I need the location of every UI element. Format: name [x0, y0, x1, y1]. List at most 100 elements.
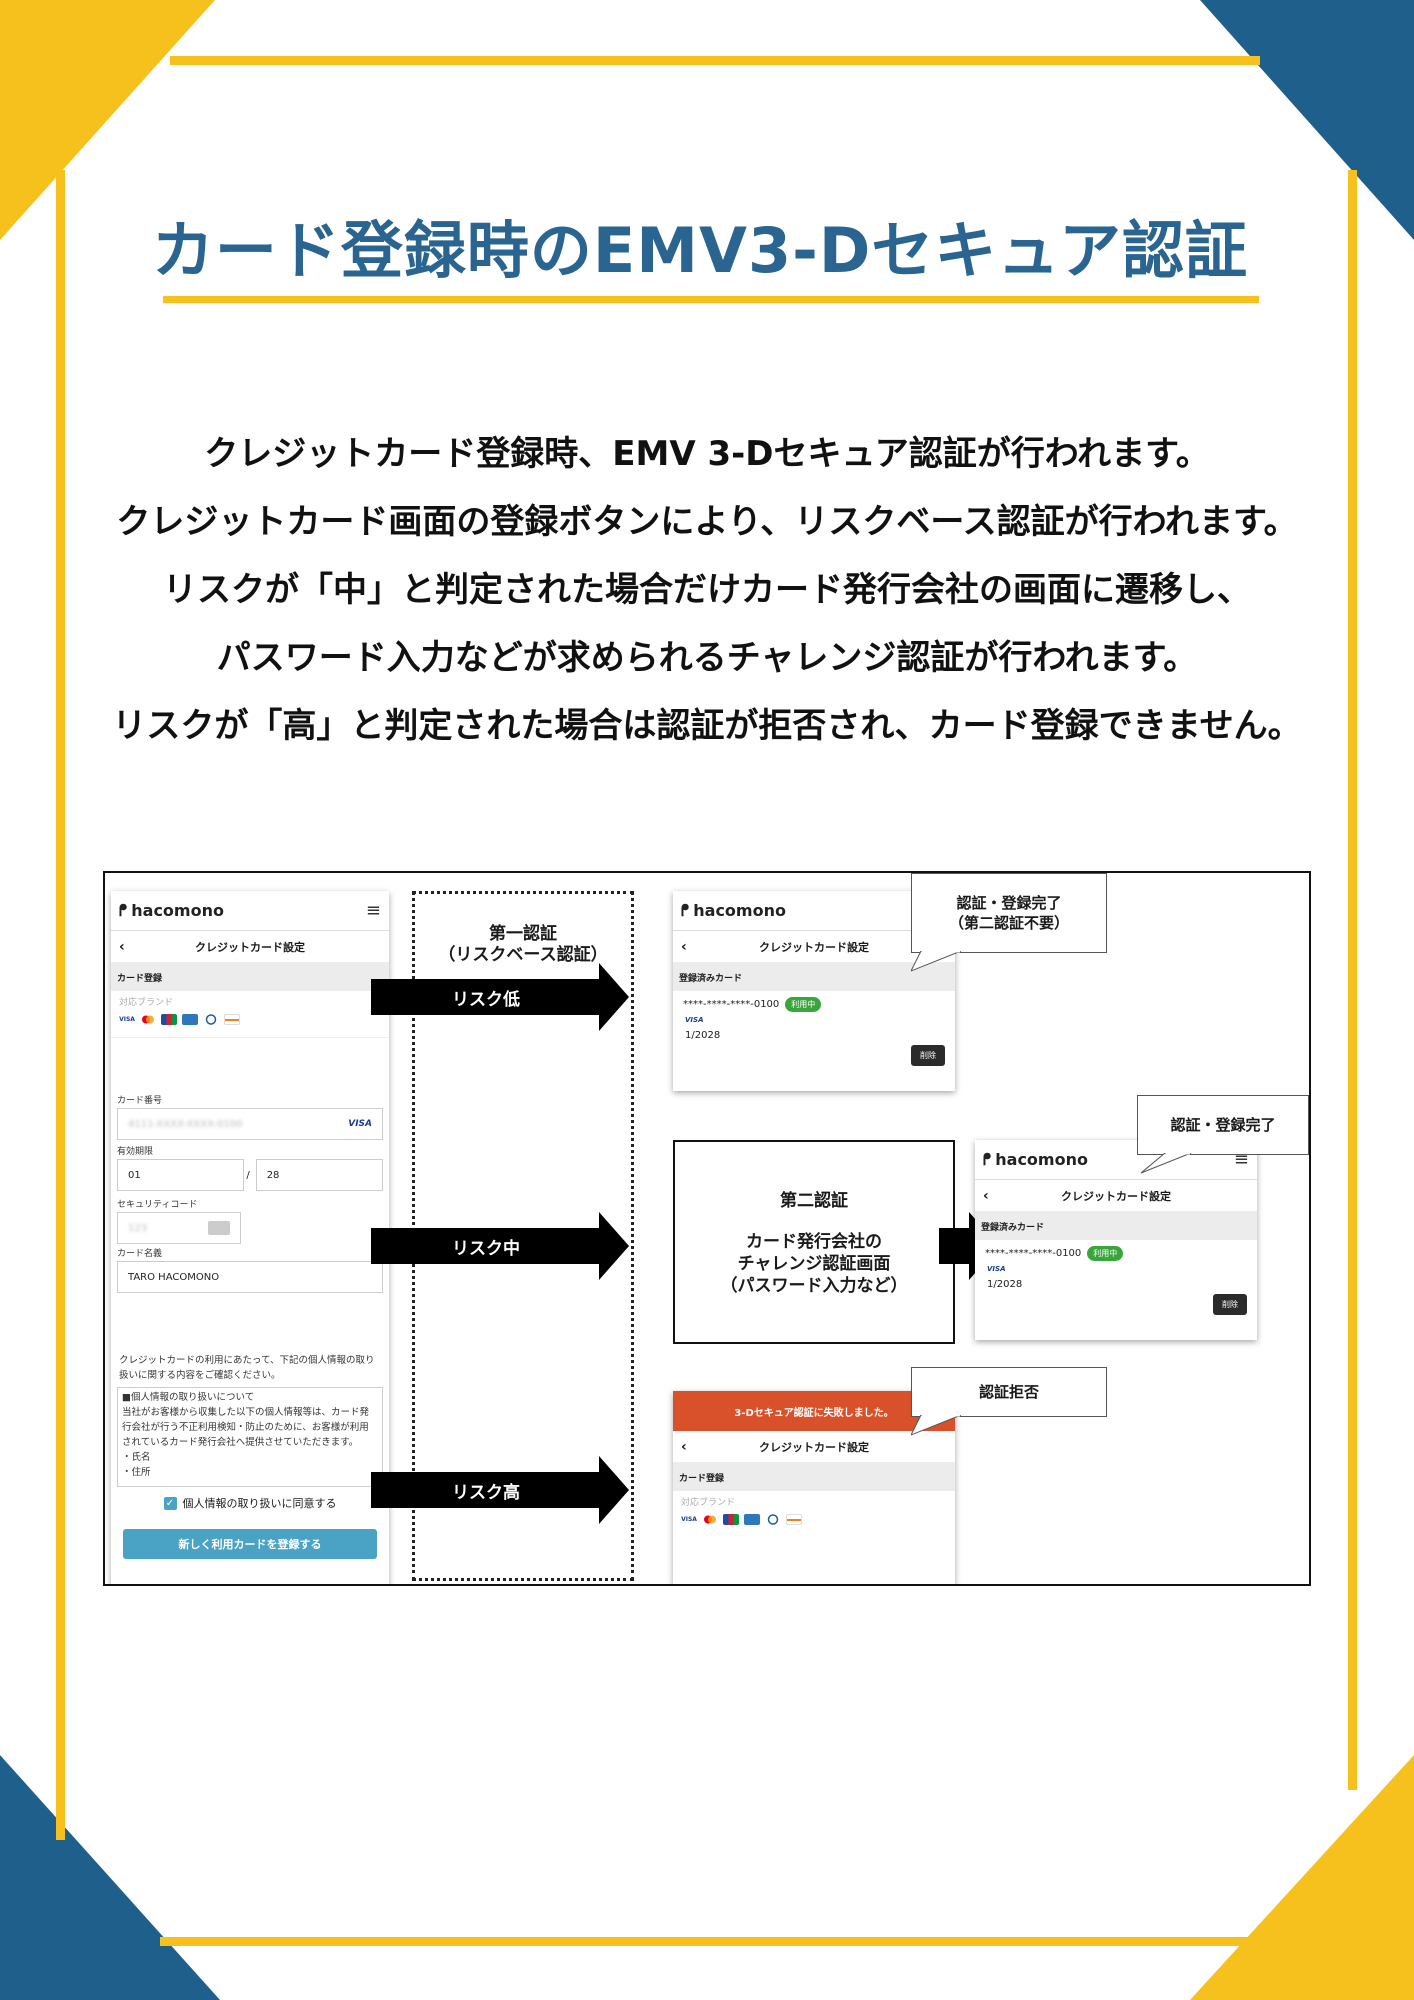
screen-title-bar: ‹クレジットカード設定	[673, 1431, 955, 1463]
status-badge: 利用中	[1087, 1246, 1124, 1261]
callout-tail	[911, 1415, 962, 1436]
section-header: カード登録	[111, 963, 389, 991]
frame-right-line	[1348, 170, 1357, 1790]
delete-button[interactable]: 削除	[911, 1045, 945, 1066]
supported-brands-label: 対応ブランド	[119, 998, 174, 1008]
privacy-line: ・氏名	[122, 1452, 151, 1463]
expiry-separator: /	[246, 1169, 250, 1181]
cvc-label: セキュリティコード	[117, 1200, 198, 1210]
spacer	[111, 1037, 389, 1093]
risk-low-arrow: リスク低	[371, 963, 629, 1031]
jcb-icon	[161, 1014, 177, 1025]
frame-bottom-line	[160, 1937, 1260, 1946]
page-title: カード登録時のEMV3-Dセキュア認証	[151, 214, 1249, 287]
register-card-button[interactable]: 新しく利用カードを登録する	[123, 1529, 377, 1559]
callout-tail	[911, 951, 962, 972]
callout-mid-complete: 認証・登録完了	[1137, 1095, 1309, 1155]
risk-low-label: リスク低	[371, 979, 601, 1015]
expiry-row: 01 / 28	[111, 1157, 389, 1193]
brand-icons: VISA	[673, 1510, 955, 1529]
visa-icon: VISA	[348, 1119, 372, 1129]
arrow-head	[599, 963, 629, 1031]
intro-line: クレジットカード画面の登録ボタンにより、リスクベース認証が行われます。	[116, 502, 1298, 542]
delete-button[interactable]: 削除	[1213, 1294, 1247, 1315]
visa-icon: VISA	[987, 1265, 1006, 1273]
card-name-label: カード名義	[117, 1249, 163, 1259]
callout-low-complete: 認証・登録完了 （第二認証不要）	[911, 873, 1107, 953]
checkbox-checked-icon[interactable]: ✓	[163, 1496, 177, 1510]
title-underline	[163, 296, 1259, 303]
second-auth-title: 第二認証	[780, 1191, 848, 1211]
card-number-label: カード番号	[117, 1096, 163, 1106]
intro-text: クレジットカード登録時、EMV 3-Dセキュア認証が行われます。 クレジットカー…	[60, 420, 1354, 760]
logo-icon: ᖰ	[983, 1149, 992, 1169]
agree-checkbox-row[interactable]: ✓ 個人情報の取り扱いに同意する	[111, 1495, 389, 1511]
mastercard-icon	[140, 1014, 156, 1025]
arrow-head	[599, 1456, 629, 1524]
visa-icon: VISA	[685, 1016, 704, 1024]
back-icon[interactable]: ‹	[983, 1187, 989, 1204]
auth-failed-screen: 3-Dセキュア認証に失敗しました。 ‹クレジットカード設定 カード登録 対応ブラ…	[673, 1391, 955, 1584]
risk-mid-arrow: リスク中	[371, 1212, 629, 1280]
second-auth-box: 第二認証 カード発行会社の チャレンジ認証画面 （パスワード入力など）	[673, 1140, 955, 1344]
section-header: カード登録	[673, 1463, 955, 1491]
expiry-month-field[interactable]: 01	[117, 1159, 245, 1191]
back-icon[interactable]: ‹	[681, 938, 687, 955]
back-icon[interactable]: ‹	[119, 938, 125, 955]
logo-icon: ᖰ	[119, 900, 128, 920]
cvc-field[interactable]: 123	[117, 1212, 241, 1244]
second-auth-desc: カード発行会社の チャレンジ認証画面 （パスワード入力など）	[720, 1232, 908, 1296]
card-back-icon	[208, 1221, 230, 1235]
back-icon[interactable]: ‹	[681, 1438, 687, 1455]
privacy-scroll-box[interactable]: ■個人情報の取り扱いについて 当社がお客様から収集した以下の個人情報等は、カード…	[117, 1387, 383, 1487]
risk-high-arrow: リスク高	[371, 1456, 629, 1524]
card-expiry: 1/2028	[685, 1030, 721, 1041]
diners-icon	[765, 1514, 781, 1525]
card-name-field[interactable]: TARO HACOMONO	[117, 1261, 383, 1293]
jcb-icon	[723, 1514, 739, 1525]
screen-title-bar: ‹ クレジットカード設定	[111, 931, 389, 963]
section-header: 登録済みカード	[975, 1212, 1257, 1240]
privacy-line: ・住所	[122, 1467, 151, 1478]
mastercard-icon	[702, 1514, 718, 1525]
menu-icon[interactable]: ≡	[365, 900, 381, 921]
risk-mid-label: リスク中	[371, 1228, 601, 1264]
privacy-line: 当社がお客様から収集した以下の個人情報等は、カード発行会社が行う不正利用検知・防…	[122, 1407, 370, 1448]
section-header: 登録済みカード	[673, 963, 955, 991]
visa-icon: VISA	[119, 1016, 135, 1023]
intro-line: リスクが「高」と判定された場合は認証が拒否され、カード登録できません。	[112, 706, 1302, 746]
frame-left-line	[56, 170, 65, 1840]
agree-label: 個人情報の取り扱いに同意する	[182, 1497, 337, 1510]
intro-line: クレジットカード登録時、EMV 3-Dセキュア認証が行われます。	[204, 434, 1210, 474]
screen-title-bar: ‹クレジットカード設定	[673, 931, 955, 963]
arrow-shaft	[939, 1228, 971, 1264]
supported-brands-label: 対応ブランド	[681, 1498, 736, 1508]
logo-icon: ᖰ	[681, 900, 690, 920]
risk-high-label: リスク高	[371, 1472, 601, 1508]
intro-line: パスワード入力などが求められるチャレンジ認証が行われます。	[216, 638, 1198, 678]
amex-icon	[182, 1014, 198, 1025]
brand-icons: VISA	[111, 1010, 389, 1029]
expiry-year-field[interactable]: 28	[255, 1159, 383, 1191]
discover-icon	[786, 1514, 802, 1525]
first-auth-title: 第一認証 （リスクベース認証）	[438, 924, 608, 965]
error-banner: 3-Dセキュア認証に失敗しました。	[673, 1391, 955, 1431]
status-badge: 利用中	[785, 997, 822, 1012]
discover-icon	[224, 1014, 240, 1025]
spacer	[111, 1295, 389, 1353]
visa-icon: VISA	[681, 1516, 697, 1523]
intro-line: リスクが「中」と判定された場合だけカード発行会社の画面に遷移し、	[163, 570, 1251, 610]
amex-icon	[744, 1514, 760, 1525]
expiry-label: 有効期限	[117, 1147, 154, 1157]
privacy-intro: クレジットカードの利用にあたって、下記の個人情報の取り扱いに関する内容をご確認く…	[119, 1355, 375, 1381]
